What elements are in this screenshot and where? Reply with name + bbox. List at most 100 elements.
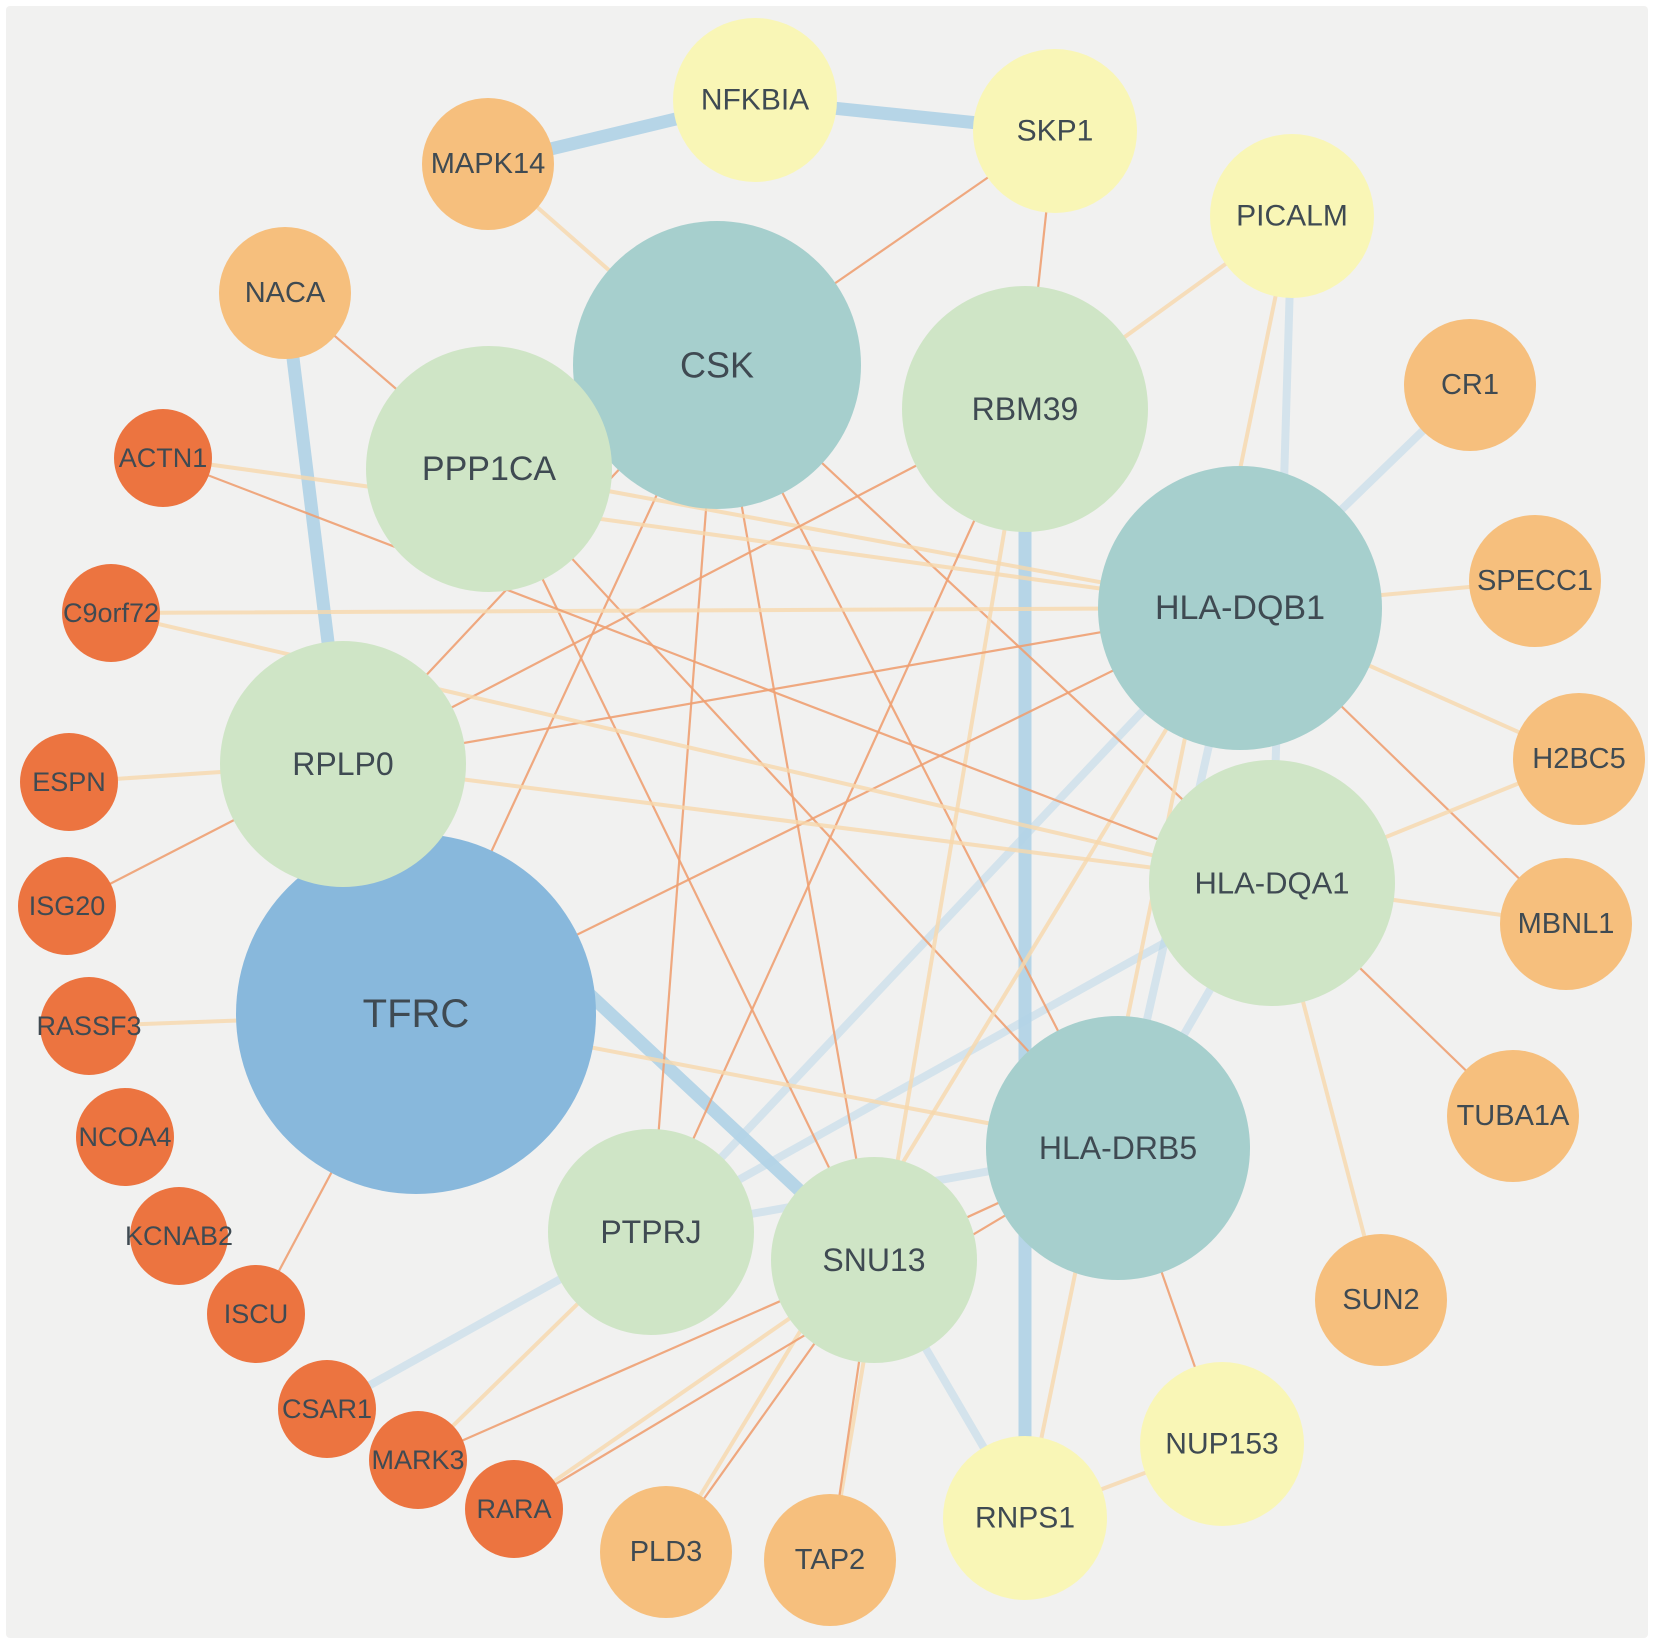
node-rnps1[interactable]: RNPS1 [943, 1436, 1107, 1600]
node-circle-tap2 [764, 1494, 896, 1626]
node-mapk14[interactable]: MAPK14 [422, 98, 554, 230]
node-kcnab2[interactable]: KCNAB2 [125, 1187, 233, 1285]
node-csar1[interactable]: CSAR1 [278, 1360, 376, 1458]
edge-hla-dqb1-ptprj [647, 604, 1244, 1236]
node-circle-ncoa4 [76, 1088, 174, 1186]
edge-ppp1ca-hla-drb5 [487, 467, 1120, 1150]
node-hla-dqa1[interactable]: HLA-DQA1 [1149, 760, 1395, 1006]
node-label-skp1: SKP1 [1017, 115, 1094, 148]
node-specc1[interactable]: SPECC1 [1469, 515, 1601, 647]
node-c9orf72[interactable]: C9orf72 [62, 564, 160, 662]
node-nfkbia[interactable]: NFKBIA [673, 18, 837, 182]
node-label-snu13: SNU13 [822, 1242, 925, 1278]
node-hla-drb5[interactable]: HLA-DRB5 [986, 1016, 1250, 1280]
node-label-ptprj: PTPRJ [600, 1214, 701, 1250]
node-espn[interactable]: ESPN [20, 733, 118, 831]
node-circle-ptprj [548, 1129, 754, 1335]
node-actn1[interactable]: ACTN1 [114, 409, 212, 507]
node-circle-csar1 [278, 1360, 376, 1458]
node-nup153[interactable]: NUP153 [1140, 1362, 1304, 1526]
node-rassf3[interactable]: RASSF3 [36, 977, 142, 1075]
edge-rbm39-tap2 [828, 407, 1027, 1562]
node-circle-iscu [207, 1265, 305, 1363]
node-circle-tfrc [236, 834, 596, 1194]
node-circle-sun2 [1315, 1234, 1447, 1366]
node-label-mbnl1: MBNL1 [1518, 908, 1615, 940]
node-mbnl1[interactable]: MBNL1 [1500, 858, 1632, 990]
node-circle-hla-dqb1 [1098, 466, 1382, 750]
node-circle-skp1 [973, 49, 1137, 213]
node-circle-c9orf72 [62, 564, 160, 662]
node-layer: TFRCCSKHLA-DQB1HLA-DRB5PPP1CARBM39RPLP0H… [18, 18, 1645, 1626]
node-label-rara: RARA [476, 1494, 551, 1524]
edge-hla-dqb1-actn1 [161, 456, 1242, 610]
node-rbm39[interactable]: RBM39 [902, 286, 1148, 532]
node-circle-hla-drb5 [986, 1016, 1250, 1280]
node-ppp1ca[interactable]: PPP1CA [366, 346, 612, 592]
node-snu13[interactable]: SNU13 [771, 1157, 977, 1363]
node-ncoa4[interactable]: NCOA4 [76, 1088, 174, 1186]
node-label-hla-dqb1: HLA-DQB1 [1155, 589, 1325, 627]
node-label-tap2: TAP2 [795, 1544, 865, 1576]
node-label-tuba1a: TUBA1A [1457, 1100, 1570, 1132]
node-pld3[interactable]: PLD3 [600, 1486, 732, 1618]
node-label-hla-dqa1: HLA-DQA1 [1194, 866, 1349, 901]
node-circle-csk [573, 221, 861, 509]
node-circle-rbm39 [902, 286, 1148, 532]
node-circle-picalm [1210, 134, 1374, 298]
node-label-pld3: PLD3 [630, 1536, 703, 1568]
node-mark3[interactable]: MARK3 [369, 1411, 467, 1509]
node-hla-dqb1[interactable]: HLA-DQB1 [1098, 466, 1382, 750]
node-cr1[interactable]: CR1 [1404, 319, 1536, 451]
node-circle-h2bc5 [1513, 693, 1645, 825]
node-picalm[interactable]: PICALM [1210, 134, 1374, 298]
node-label-mark3: MARK3 [371, 1445, 464, 1475]
node-csk[interactable]: CSK [573, 221, 861, 509]
node-circle-rara [465, 1460, 563, 1558]
node-circle-espn [20, 733, 118, 831]
node-circle-tuba1a [1447, 1050, 1579, 1182]
node-skp1[interactable]: SKP1 [973, 49, 1137, 213]
node-label-h2bc5: H2BC5 [1532, 743, 1626, 775]
node-sun2[interactable]: SUN2 [1315, 1234, 1447, 1366]
node-label-cr1: CR1 [1441, 369, 1499, 401]
edge-rbm39-ptprj [649, 407, 1027, 1234]
node-tap2[interactable]: TAP2 [764, 1494, 896, 1626]
edge-hla-dqb1-pld3 [664, 606, 1242, 1554]
node-tfrc[interactable]: TFRC [236, 834, 596, 1194]
node-label-hla-drb5: HLA-DRB5 [1039, 1130, 1197, 1166]
node-label-isg20: ISG20 [29, 891, 106, 921]
edge-hla-dqa1-actn1 [161, 456, 1274, 885]
node-circle-rplp0 [220, 641, 466, 887]
node-circle-nup153 [1140, 1362, 1304, 1526]
node-h2bc5[interactable]: H2BC5 [1513, 693, 1645, 825]
node-circle-rnps1 [943, 1436, 1107, 1600]
node-circle-kcnab2 [130, 1187, 228, 1285]
node-naca[interactable]: NACA [219, 227, 351, 359]
node-label-iscu: ISCU [224, 1299, 289, 1329]
node-label-specc1: SPECC1 [1477, 565, 1593, 597]
node-label-csk: CSK [680, 345, 754, 386]
node-label-rplp0: RPLP0 [292, 746, 393, 782]
node-label-mapk14: MAPK14 [431, 148, 545, 180]
node-circle-ppp1ca [366, 346, 612, 592]
node-tuba1a[interactable]: TUBA1A [1447, 1050, 1579, 1182]
node-label-nup153: NUP153 [1165, 1428, 1278, 1461]
node-isg20[interactable]: ISG20 [18, 857, 116, 955]
node-iscu[interactable]: ISCU [207, 1265, 305, 1363]
node-label-naca: NACA [245, 277, 326, 309]
node-rplp0[interactable]: RPLP0 [220, 641, 466, 887]
node-rara[interactable]: RARA [465, 1460, 563, 1558]
node-label-csar1: CSAR1 [282, 1394, 372, 1424]
node-circle-naca [219, 227, 351, 359]
edge-ppp1ca-snu13 [487, 467, 876, 1262]
node-label-ppp1ca: PPP1CA [422, 450, 556, 488]
node-ptprj[interactable]: PTPRJ [548, 1129, 754, 1335]
edge-hla-dqa1-rplp0 [341, 762, 1274, 885]
node-label-picalm: PICALM [1236, 200, 1348, 233]
node-circle-cr1 [1404, 319, 1536, 451]
node-circle-nfkbia [673, 18, 837, 182]
node-label-actn1: ACTN1 [119, 443, 208, 473]
edge-hla-dqa1-csar1 [323, 879, 1276, 1413]
